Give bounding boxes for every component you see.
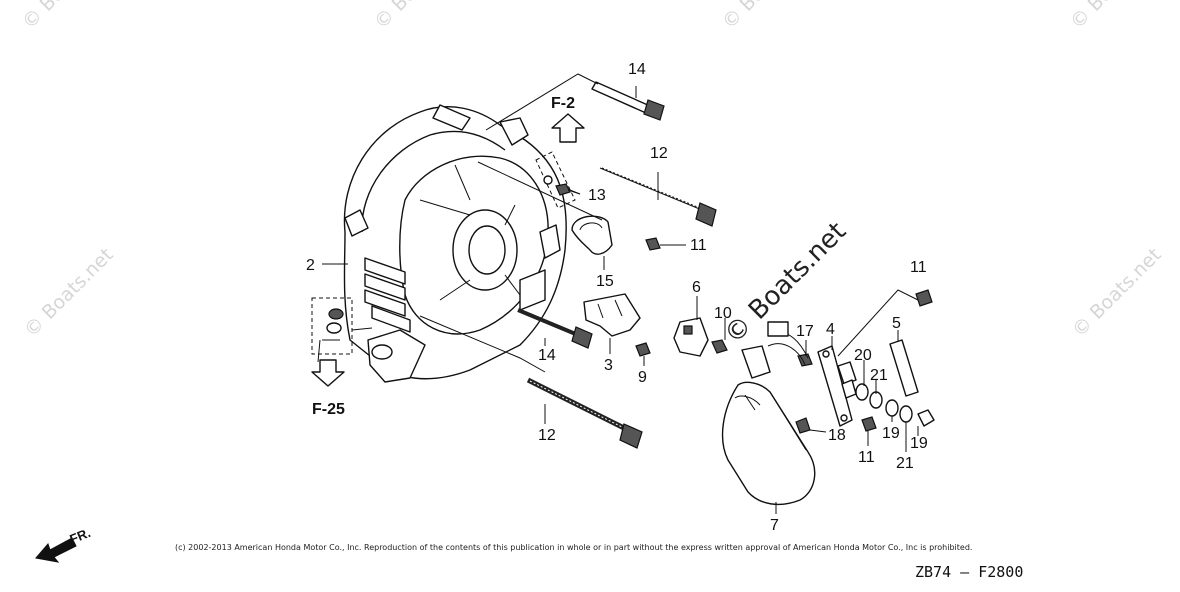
- screw-11-right: [915, 289, 933, 307]
- screw-18: [795, 417, 811, 434]
- section-ref-f2: F-2: [551, 95, 575, 112]
- fan-cover-housing: [343, 104, 567, 383]
- callout-20: 20: [854, 347, 872, 364]
- callout-14-middle: 14: [538, 347, 556, 364]
- front-arrow-icon: [35, 537, 77, 563]
- callout-14-top: 14: [628, 61, 646, 78]
- screw-17: [797, 353, 813, 367]
- clip-15: [571, 215, 613, 255]
- detail-box-left: [311, 297, 373, 355]
- front-label: FR.: [68, 525, 93, 547]
- callout-6: 6: [692, 279, 701, 296]
- watermark-top-center-right: © Boats.net: [718, 0, 816, 34]
- connector: [741, 321, 809, 379]
- callout-11-upper: 11: [690, 237, 707, 254]
- diagram-code: ZB74 — F2800: [915, 563, 1023, 581]
- detail-box-top: [535, 151, 576, 209]
- section-ref-f25: F-25: [312, 401, 345, 418]
- callout-15: 15: [596, 273, 614, 290]
- callout-3: 3: [604, 357, 613, 374]
- watermark-top-right: © Boats.net: [1066, 0, 1164, 34]
- callout-18: 18: [828, 427, 846, 444]
- plate-4: [817, 345, 857, 427]
- screw-10: [711, 339, 728, 354]
- copyright-notice: (c) 2002-2013 American Honda Motor Co., …: [175, 543, 972, 552]
- callout-4: 4: [826, 321, 835, 338]
- strip-5: [889, 339, 919, 397]
- screw-11-upper: [645, 237, 661, 251]
- leader-lines: [317, 73, 919, 514]
- bolt-12-lower: [526, 377, 643, 449]
- part-6-unit: [673, 317, 709, 357]
- callout-12-upper: 12: [650, 145, 668, 162]
- front-indicator: FR.: [35, 525, 93, 563]
- callout-13: 13: [588, 187, 606, 204]
- bracket-3: [583, 293, 641, 337]
- cover-7: [721, 381, 816, 506]
- watermark-mid-left: © Boats.net: [20, 244, 118, 342]
- callout-9: 9: [638, 369, 647, 386]
- bolt-14-middle: [517, 308, 593, 349]
- callout-11-right: 11: [910, 259, 927, 276]
- screw-9: [635, 342, 651, 357]
- callout-11-bottom: 11: [858, 449, 875, 466]
- watermarks: © Boats.net © Boats.net © Boats.net © Bo…: [18, 0, 1166, 350]
- callout-10: 10: [714, 305, 732, 322]
- callout-19-right: 19: [910, 435, 928, 452]
- callout-numbers: 14 12 13 11 15 2 14 6 10 17 4 5 11 20 21…: [306, 61, 928, 534]
- watermark-top-center-left: © Boats.net: [370, 0, 468, 34]
- bolt-12-upper: [599, 167, 717, 227]
- callout-12-lower: 12: [538, 427, 556, 444]
- callout-21-lower: 21: [896, 455, 914, 472]
- callout-5: 5: [892, 315, 901, 332]
- callout-19-left: 19: [882, 425, 900, 442]
- bolt-14-top: [591, 81, 665, 121]
- watermark-top-left: © Boats.net: [18, 0, 116, 34]
- callout-2: 2: [306, 257, 315, 274]
- arrow-up-f2: F-2: [551, 95, 585, 143]
- screw-11-bottom: [861, 416, 877, 432]
- callout-21-upper: 21: [870, 367, 888, 384]
- watermark-mid-right: © Boats.net: [1068, 244, 1166, 342]
- arrow-down-f25: F-25: [311, 359, 345, 418]
- callout-17: 17: [796, 323, 814, 340]
- callout-7: 7: [770, 517, 779, 534]
- screw-13: [555, 183, 581, 196]
- washers-nuts: [855, 383, 935, 427]
